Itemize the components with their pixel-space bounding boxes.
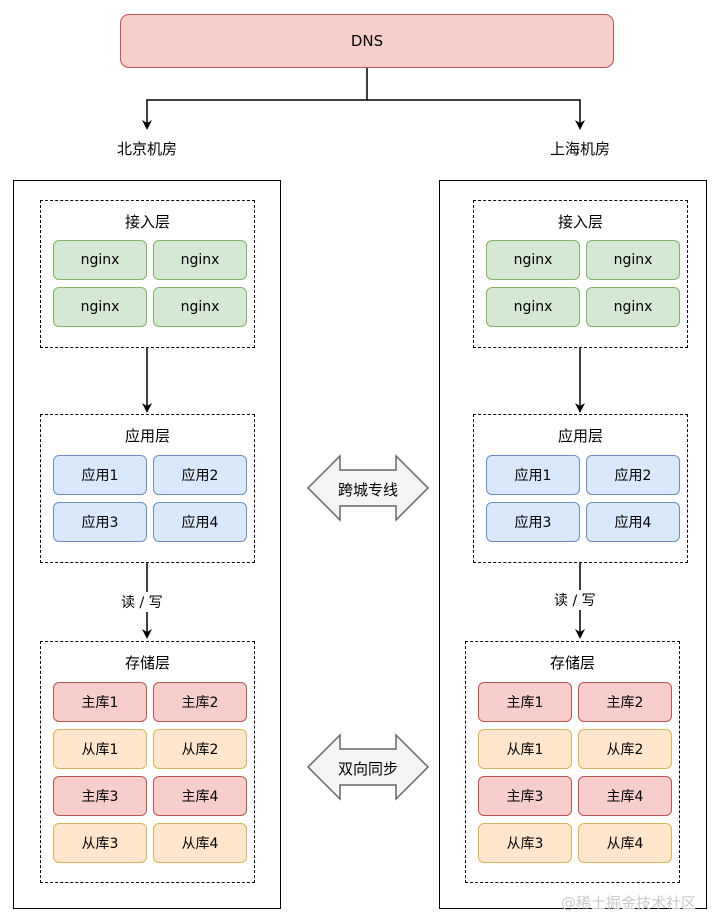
sync-label: 双向同步 — [337, 760, 398, 778]
app-layer: 应用层 应用1 应用2 应用3 应用4 — [40, 414, 255, 563]
watermark: @稀土掘金技术社区 — [560, 894, 696, 912]
layer-title: 接入层 — [557, 213, 603, 231]
app-node: 应用1 — [486, 455, 580, 495]
layer-title: 存储层 — [124, 654, 170, 672]
nginx-node: nginx — [53, 287, 147, 327]
dedicated-line-double-arrow — [306, 454, 430, 522]
master-db-node: 主库1 — [478, 682, 572, 722]
access-layer: 接入层 nginx nginx nginx nginx — [473, 200, 688, 348]
access-layer: 接入层 nginx nginx nginx nginx — [40, 200, 255, 348]
app-node: 应用4 — [586, 502, 680, 542]
nginx-node: nginx — [486, 287, 580, 327]
slave-db-node: 从库3 — [478, 823, 572, 863]
dns-label: DNS — [350, 32, 384, 50]
read-write-label: 读 / 写 — [118, 592, 166, 612]
room-title-beijing: 北京机房 — [116, 140, 177, 158]
slave-db-node: 从库2 — [578, 729, 672, 769]
master-db-node: 主库3 — [478, 776, 572, 816]
slave-db-node: 从库2 — [153, 729, 247, 769]
dns-box: DNS — [120, 14, 614, 68]
nginx-node: nginx — [586, 287, 680, 327]
master-db-node: 主库4 — [153, 776, 247, 816]
nginx-node: nginx — [153, 240, 247, 280]
slave-db-node: 从库3 — [53, 823, 147, 863]
app-node: 应用3 — [486, 502, 580, 542]
app-node: 应用3 — [53, 502, 147, 542]
layer-title: 应用层 — [124, 427, 170, 445]
app-node: 应用4 — [153, 502, 247, 542]
master-db-node: 主库2 — [153, 682, 247, 722]
master-db-node: 主库4 — [578, 776, 672, 816]
dedicated-line-label: 跨城专线 — [337, 481, 398, 499]
storage-layer: 存储层 主库1 主库2 从库1 从库2 主库3 主库4 从库3 从库4 — [465, 641, 680, 883]
dns-connector — [367, 99, 585, 130]
room-frame-shanghai — [439, 180, 707, 909]
nginx-node: nginx — [53, 240, 147, 280]
app-node: 应用2 — [153, 455, 247, 495]
dns-connector — [142, 68, 368, 130]
master-db-node: 主库3 — [53, 776, 147, 816]
master-db-node: 主库2 — [578, 682, 672, 722]
slave-db-node: 从库4 — [153, 823, 247, 863]
layer-title: 存储层 — [549, 654, 595, 672]
room-title-shanghai: 上海机房 — [549, 140, 610, 158]
layer-title: 接入层 — [124, 213, 170, 231]
layer-title: 应用层 — [557, 427, 603, 445]
storage-layer: 存储层 主库1 主库2 从库1 从库2 主库3 主库4 从库3 从库4 — [40, 641, 255, 883]
room-frame-beijing — [13, 180, 281, 909]
master-db-node: 主库1 — [53, 682, 147, 722]
slave-db-node: 从库1 — [478, 729, 572, 769]
read-write-label: 读 / 写 — [551, 590, 599, 610]
nginx-node: nginx — [586, 240, 680, 280]
sync-double-arrow — [306, 733, 430, 801]
app-layer: 应用层 应用1 应用2 应用3 应用4 — [473, 414, 688, 563]
slave-db-node: 从库1 — [53, 729, 147, 769]
app-node: 应用1 — [53, 455, 147, 495]
slave-db-node: 从库4 — [578, 823, 672, 863]
nginx-node: nginx — [486, 240, 580, 280]
app-node: 应用2 — [586, 455, 680, 495]
nginx-node: nginx — [153, 287, 247, 327]
